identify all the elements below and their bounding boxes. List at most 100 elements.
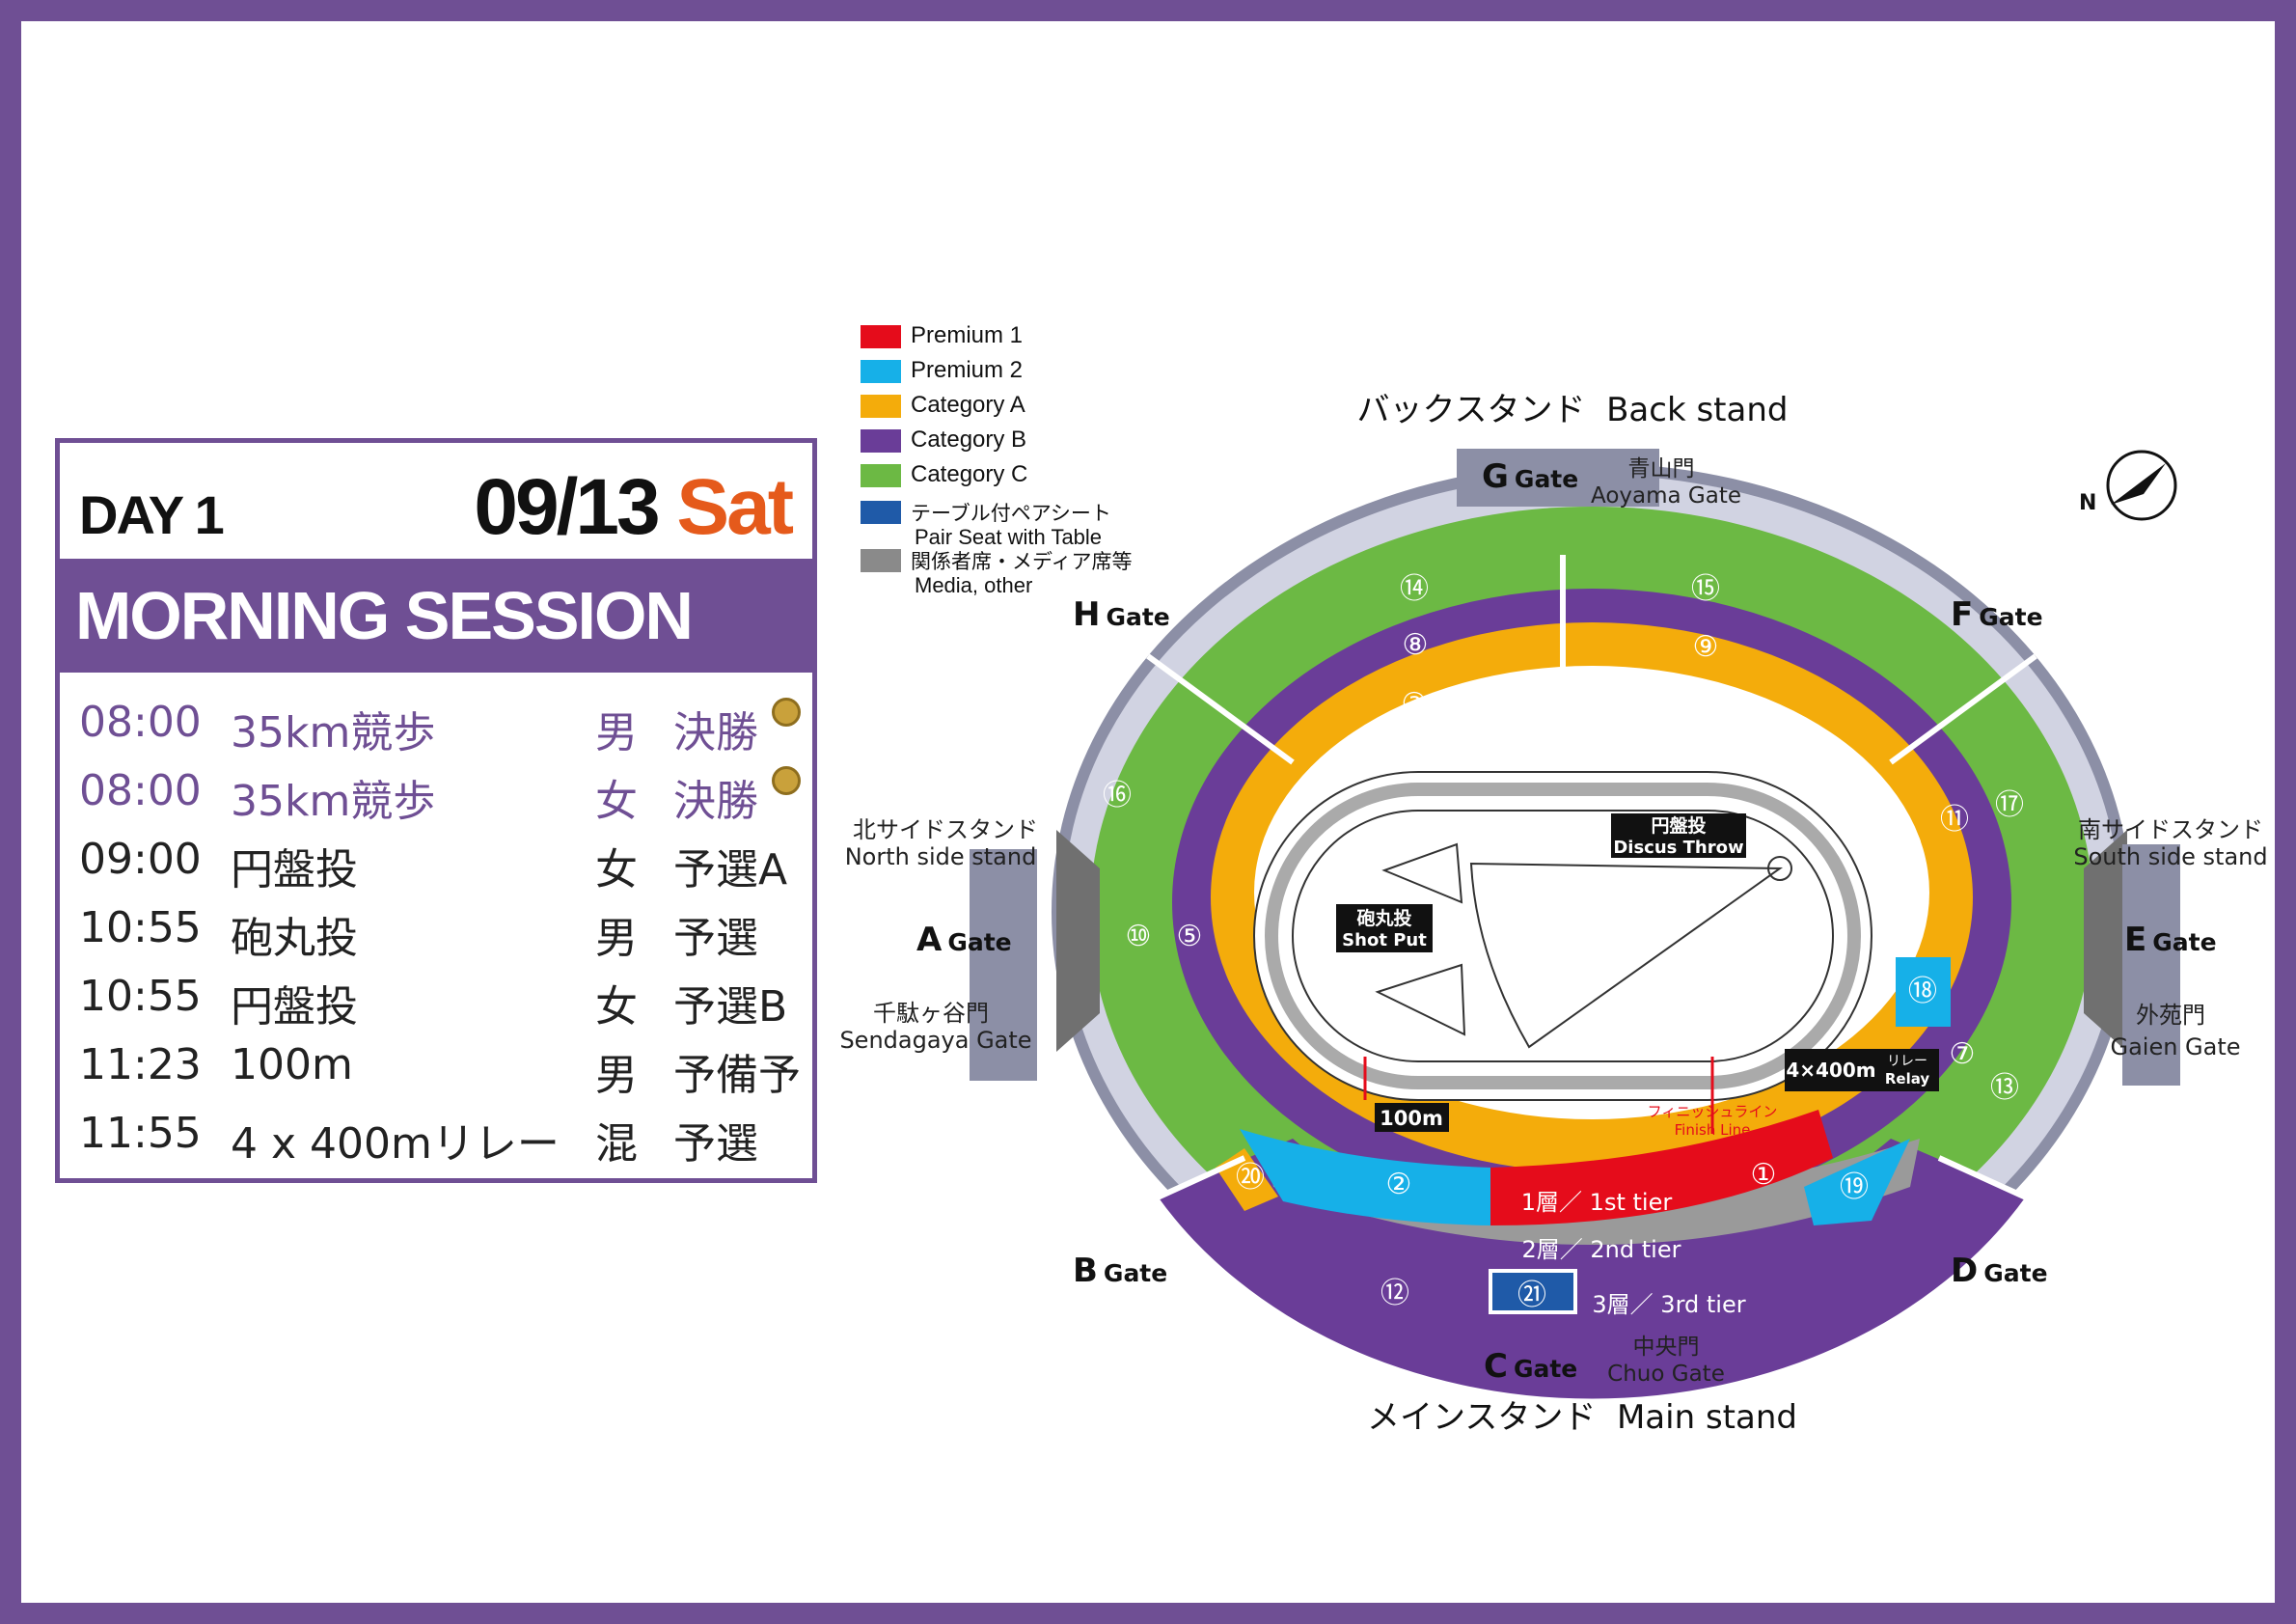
section-number: ① (1751, 1158, 1777, 1192)
relay-label-en: Relay (1885, 1070, 1930, 1087)
shot-sector-1 (1381, 842, 1463, 904)
south-stand-jp: 南サイドスタンド (2078, 816, 2263, 843)
medal-icon (772, 766, 801, 795)
legend-swatch (861, 501, 901, 524)
gate-letter: A (916, 921, 943, 959)
row-sex: 女 (595, 845, 638, 895)
row-event: 100m (231, 1040, 353, 1089)
north-stand-jp: 北サイドスタンド (853, 816, 1038, 843)
gate-letter: D (1951, 1252, 1978, 1290)
row-event: 砲丸投 (231, 914, 358, 963)
discus-sector (1469, 862, 1784, 1049)
section-number: ⑤ (1177, 920, 1203, 953)
gate-word: Gate (1104, 1259, 1167, 1287)
back-stand-label: バックスタンド Back stand (1357, 391, 1789, 429)
gate-letter: G (1482, 457, 1509, 496)
tier-2-label: 2層／ 2nd tier (1522, 1236, 1681, 1263)
medal-icon (772, 698, 801, 727)
gate-word: Gate (2152, 928, 2216, 956)
legend-swatch (861, 464, 901, 487)
relay-label: 4×400m (1786, 1059, 1875, 1082)
row-sex: 男 (595, 1051, 638, 1100)
gate-tabs (970, 449, 2180, 1086)
row-sex: 男 (595, 708, 638, 757)
section-number: ⑦ (1950, 1037, 1976, 1071)
main-stand-label: メインスタンド Main stand (1367, 1398, 1797, 1437)
legend-swatch (861, 429, 901, 453)
gate-word: Gate (1515, 465, 1578, 493)
row-sex: 女 (595, 982, 638, 1032)
legend-label: Premium 2 (911, 357, 1024, 383)
legend-label-en: Media, other (915, 573, 1033, 597)
row-time: 08:00 (79, 698, 202, 747)
track-lanes (1265, 783, 1861, 1089)
legend-swatch (861, 360, 901, 383)
tier-1-premium-2 (1240, 1129, 1490, 1225)
gaien-gate-en: Gaien Gate (2110, 1033, 2240, 1060)
row-time: 11:55 (79, 1109, 202, 1158)
gate-letter: H (1073, 595, 1100, 634)
section-number: ⑱ (1908, 975, 1937, 1008)
m100-label: 100m (1380, 1107, 1443, 1130)
gate-word: Gate (947, 928, 1011, 956)
section-number: ⑮ (1691, 572, 1720, 606)
section-number: ② (1386, 1168, 1412, 1201)
row-time: 11:23 (79, 1040, 202, 1089)
section-number: ⑭ (1400, 572, 1429, 606)
chuo-gate-en: Chuo Gate (1607, 1362, 1725, 1387)
weekday: Sat (676, 463, 794, 551)
finish-label-en: Finish Line (1675, 1121, 1751, 1139)
section-number: ⑯ (1103, 779, 1132, 812)
section-number: ⑫ (1380, 1277, 1409, 1310)
section-number: ⑬ (1990, 1071, 2019, 1105)
finish-label-jp: フィニッシュライン (1648, 1103, 1778, 1120)
section-19-block (1804, 1139, 1910, 1225)
row-time: 08:00 (79, 766, 202, 815)
discus-label-en: Discus Throw (1613, 838, 1743, 858)
sendagaya-gate-en: Sendagaya Gate (839, 1027, 1031, 1054)
compass-arrow-icon (2111, 463, 2166, 505)
track-inner (1292, 810, 1834, 1062)
section-number: ㉑ (1517, 1279, 1546, 1312)
legend-label: Premium 1 (911, 322, 1024, 348)
row-time: 09:00 (79, 835, 202, 884)
gate-letter: B (1073, 1252, 1098, 1290)
gate-letter: E (2124, 921, 2146, 959)
row-round: 予選A (673, 845, 788, 895)
shot-label-jp: 砲丸投 (1356, 907, 1411, 929)
row-round: 予選 (673, 914, 758, 963)
section-number: ⑩ (1126, 920, 1152, 953)
tier-1-premium-1 (1490, 1110, 1833, 1225)
discus-circle (1767, 856, 1792, 881)
sendagaya-gate-jp: 千駄ヶ谷門 (873, 1000, 989, 1027)
row-round: 決勝 (673, 777, 758, 826)
row-event: 円盤投 (231, 982, 358, 1032)
gate-letter: C (1484, 1347, 1508, 1386)
north-stand-en: North side stand (845, 843, 1037, 870)
gate-word: Gate (1979, 603, 2042, 631)
row-sex: 混 (595, 1119, 638, 1169)
date-value: 09/13 (474, 463, 660, 551)
section-number: ⑨ (1693, 630, 1719, 664)
section-21-pair-seat (1489, 1269, 1577, 1314)
compass-n: N (2079, 491, 2096, 515)
south-side-media (2084, 830, 2127, 1052)
legend-label: Category C (911, 461, 1028, 487)
shot-label-en: Shot Put (1342, 930, 1427, 950)
discus-label-jp: 円盤投 (1651, 814, 1706, 837)
row-sex: 女 (595, 777, 638, 826)
gate-word: Gate (1106, 603, 1169, 631)
